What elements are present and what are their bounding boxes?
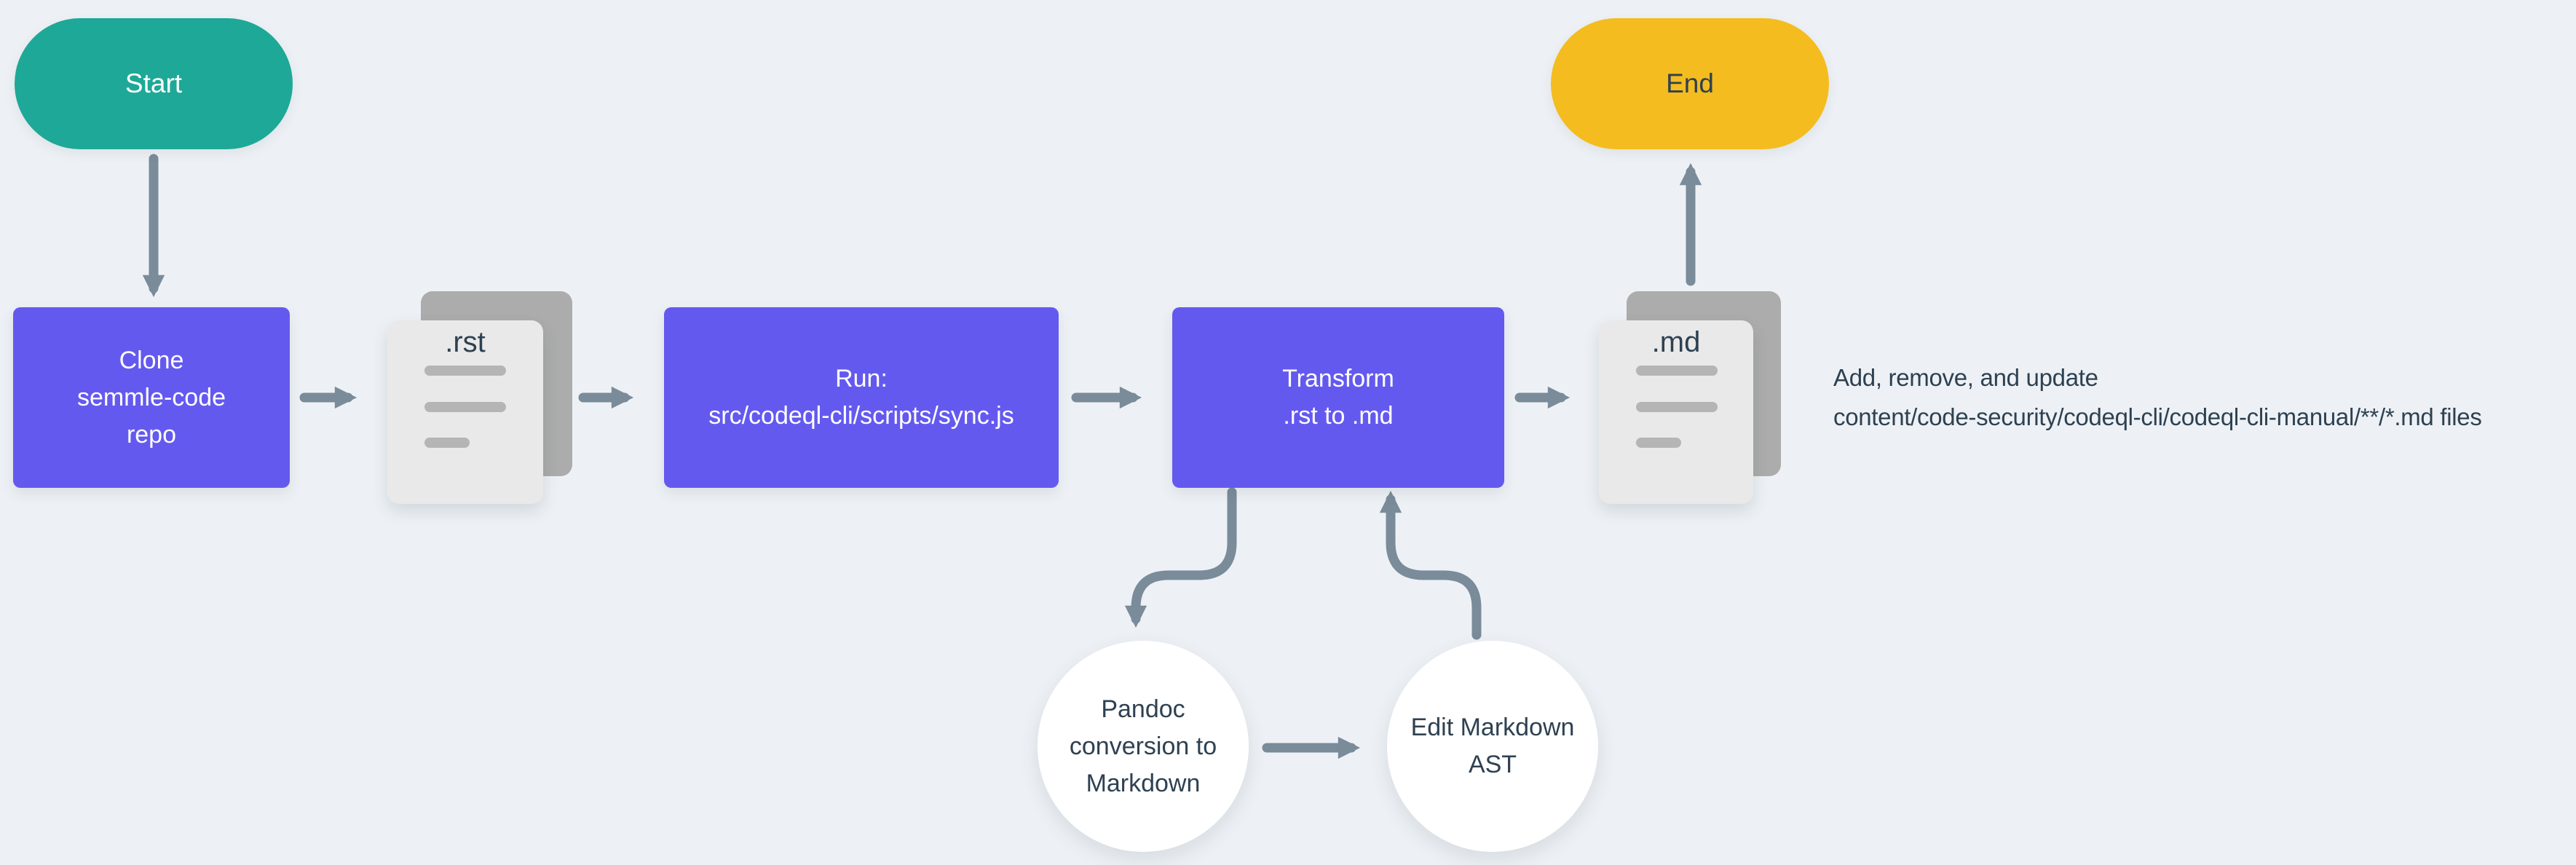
doc-text-line — [1636, 402, 1718, 412]
doc-text-line — [424, 402, 506, 412]
connector-edit-ast-to-transform — [1379, 490, 1482, 640]
doc-text-line — [1636, 366, 1718, 376]
doc-text-line — [424, 366, 506, 376]
md-files-icon: .md — [1599, 291, 1788, 510]
process-run-sync-script: Run: src/codeql-cli/scripts/sync.js — [664, 307, 1059, 488]
subprocess-edit-markdown-ast: Edit Markdown AST — [1387, 641, 1598, 852]
rst-file-label: .rst — [445, 326, 486, 358]
process-clone-repo: Clone semmle-code repo — [13, 307, 290, 488]
md-file-label: .md — [1651, 326, 1701, 358]
paper-front-sheet: .rst — [387, 320, 543, 504]
start-terminal: Start — [15, 18, 293, 149]
connector-transform-to-pandoc — [1124, 487, 1237, 628]
doc-text-line — [1636, 438, 1681, 448]
doc-text-line — [424, 438, 470, 448]
rst-files-icon: .rst — [387, 291, 577, 510]
end-terminal: End — [1551, 18, 1829, 149]
subprocess-pandoc-conversion: Pandoc conversion to Markdown — [1038, 641, 1249, 852]
process-transform-rst-to-md: Transform .rst to .md — [1172, 307, 1504, 488]
md-files-annotation: Add, remove, and update content/code-sec… — [1833, 364, 2482, 430]
paper-front-sheet: .md — [1599, 320, 1753, 504]
